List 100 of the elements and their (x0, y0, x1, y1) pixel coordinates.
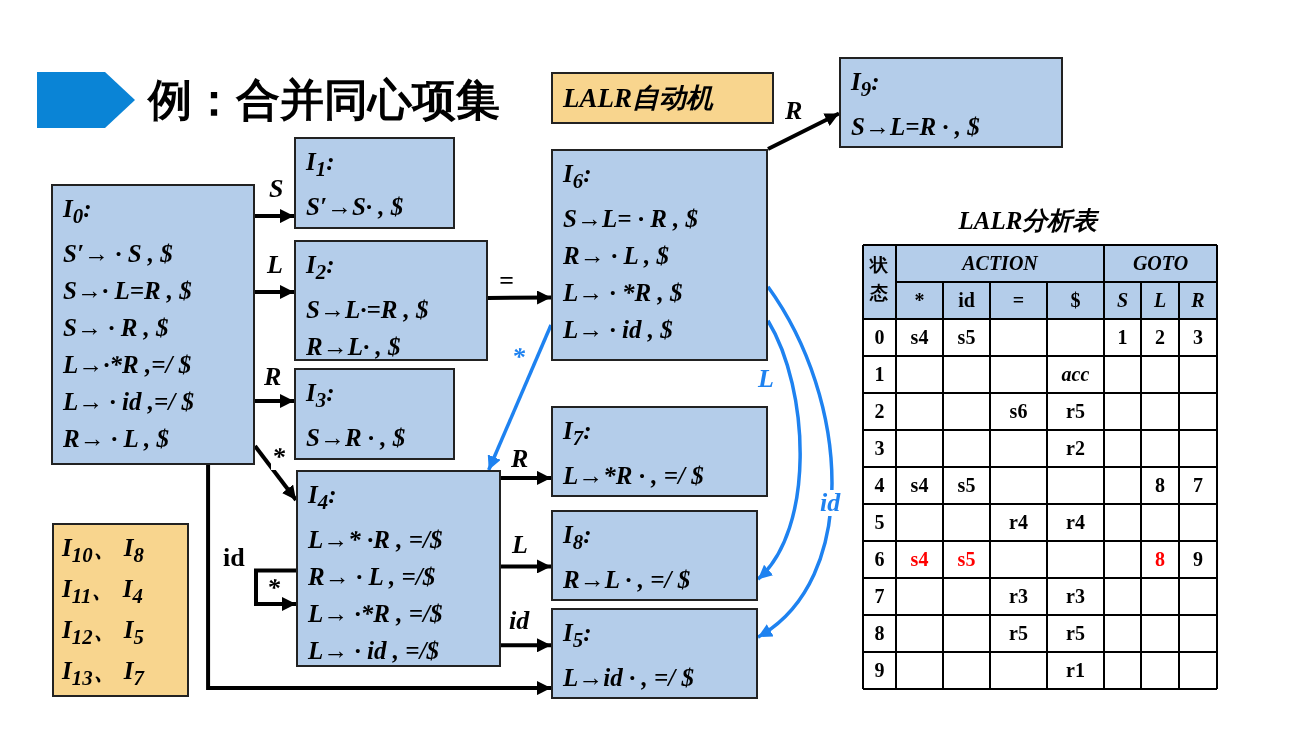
state-box (294, 137, 455, 229)
row-number: 8 (873, 621, 886, 646)
table-value: r2 (1065, 436, 1086, 461)
item-text: S→L·=R , $ (306, 295, 429, 325)
item-text: S→ · R , $ (63, 313, 169, 343)
table-value: 3 (1192, 325, 1204, 350)
table-value: 2 (1154, 325, 1166, 350)
arrow (767, 111, 840, 151)
arrow (206, 465, 551, 696)
table-value: s5 (956, 325, 977, 350)
arrow (255, 285, 294, 299)
column-header: L (1152, 288, 1168, 313)
item-text: L→*R · , =/ $ (563, 461, 704, 491)
item-text: L→ · id , =/$ (308, 636, 439, 666)
state-heading: I$_{7}$: (563, 416, 592, 452)
row-number: 9 (873, 658, 886, 683)
row-number: 3 (873, 436, 886, 461)
column-header: id (957, 288, 976, 313)
table-value: r5 (1065, 621, 1086, 646)
note-text: I$_{12}$、 I$_{5}$ (62, 615, 144, 651)
item-text: S′→ · S , $ (63, 239, 173, 269)
table-value: 7 (1192, 473, 1204, 498)
table-value: s6 (1008, 399, 1029, 424)
arrow (487, 290, 552, 305)
state-heading: I$_{2}$: (306, 250, 335, 286)
note-text: I$_{10}$、 I$_{8}$ (62, 533, 144, 569)
arrow (501, 559, 551, 574)
table-value: r5 (1008, 621, 1029, 646)
state-heading: I$_{8}$: (563, 520, 592, 556)
item-text: S→R · , $ (306, 423, 406, 453)
table-value: 1 (1116, 325, 1129, 350)
arrow (254, 568, 296, 611)
arrow (255, 394, 294, 409)
edge-label: id (819, 490, 842, 516)
item-text: R→ · L , $ (63, 424, 170, 454)
column-header: $ (1069, 288, 1082, 313)
item-text: L→id · , =/ $ (563, 663, 694, 693)
table-value: 9 (1192, 547, 1204, 572)
column-header: * (913, 288, 926, 313)
table-value: r4 (1008, 510, 1029, 535)
state-heading: I$_{5}$: (563, 618, 592, 654)
table-value: r5 (1065, 399, 1086, 424)
item-text: L→ ·*R , =/$ (308, 599, 443, 629)
item-text: R→ · L , =/$ (308, 562, 436, 592)
state-box (551, 510, 758, 601)
state-heading: I$_{6}$: (563, 159, 592, 195)
table-value: r4 (1065, 510, 1086, 535)
item-text: L→ · id , $ (563, 315, 673, 345)
table-value: s4 (909, 547, 930, 572)
state-box (839, 57, 1063, 148)
table-value: r3 (1065, 584, 1086, 609)
column-header: ACTION (960, 251, 1040, 276)
row-number: 5 (873, 510, 886, 535)
column-header: R (1190, 288, 1206, 313)
state-box (551, 406, 768, 497)
arrow (501, 470, 551, 485)
table-value: 8 (1154, 547, 1166, 572)
column-header: 状态 (868, 253, 889, 305)
table-value: s5 (956, 473, 977, 498)
note-text: I$_{13}$、 I$_{7}$ (62, 656, 144, 692)
table-value: r3 (1008, 584, 1029, 609)
item-text: S→L=R · , $ (851, 112, 980, 142)
state-heading: I$_{1}$: (306, 147, 335, 183)
state-box (296, 470, 501, 667)
title: 例：合并同心项集 (148, 73, 500, 127)
row-number: 6 (873, 547, 886, 572)
table-value: s4 (909, 473, 930, 498)
arrow (487, 324, 553, 471)
state-heading: I$_{0}$: (63, 194, 92, 230)
state-heading: I$_{4}$: (308, 480, 337, 516)
item-text: S→· L=R , $ (63, 276, 192, 306)
item-text: L→·*R ,=/ $ (63, 350, 192, 380)
column-header: S (1115, 288, 1130, 313)
state-box (294, 368, 455, 460)
row-number: 7 (873, 584, 886, 609)
item-text: L→ · id ,=/ $ (63, 387, 194, 417)
state-box (551, 608, 758, 699)
table-value: s4 (909, 325, 930, 350)
column-header: GOTO (1131, 251, 1190, 276)
table-value: 8 (1154, 473, 1166, 498)
state-heading: I$_{3}$: (306, 378, 335, 414)
column-header: = (1011, 288, 1026, 313)
item-text: R→ · L , $ (563, 241, 670, 271)
row-number: 0 (873, 325, 886, 350)
row-number: 2 (873, 399, 886, 424)
note-text: I$_{11}$、 I$_{4}$ (62, 574, 143, 610)
state-box (551, 149, 768, 361)
row-number: 4 (873, 473, 886, 498)
state-box (294, 240, 488, 361)
table-value: acc (1060, 362, 1091, 387)
item-text: R→L· , $ (306, 332, 401, 362)
note-box (551, 72, 774, 124)
arrow (255, 209, 294, 224)
item-text: L→* ·R , =/$ (308, 525, 443, 555)
table-value: r1 (1065, 658, 1086, 683)
table-value: s5 (956, 547, 977, 572)
state-heading: I$_{9}$: (851, 67, 880, 103)
item-text: L→ · *R , $ (563, 278, 683, 308)
box-label: LALR自动机 (563, 82, 713, 115)
table-title: LALR分析表 (957, 206, 1101, 236)
